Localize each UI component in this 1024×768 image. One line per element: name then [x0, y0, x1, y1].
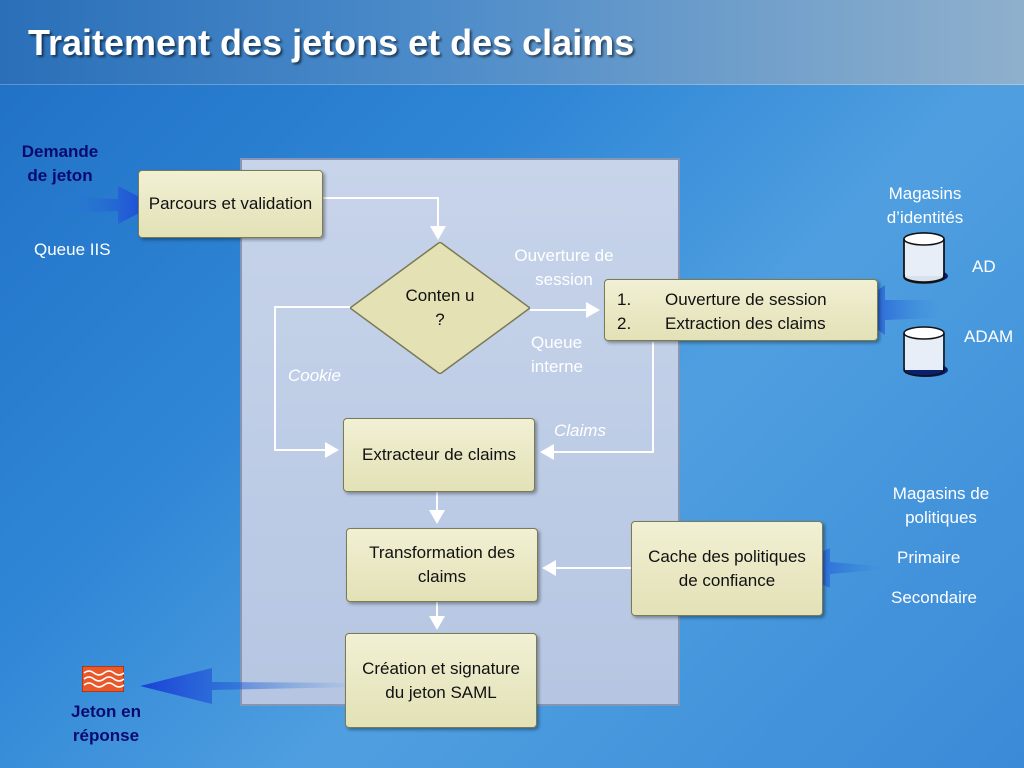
policy-cache-box: Cache des politiques de confiance — [631, 521, 823, 616]
session-item-2: 2. Extraction des claims — [617, 314, 826, 333]
adam-label: ADAM — [964, 327, 1014, 346]
slide-title: Traitement des jetons et des claims — [28, 22, 635, 63]
claims-flow-label: Claims — [554, 421, 606, 440]
policy-stores-label: Magasins de politiques — [892, 484, 990, 527]
saml-token-icon — [82, 666, 124, 692]
database-icon — [903, 326, 948, 377]
response-token-label: Jeton en réponse — [71, 702, 141, 745]
identity-stores-label: Magasins d’identités — [886, 184, 964, 227]
title-bar: Traitement des jetons et des claims — [0, 0, 1024, 85]
database-icon — [903, 232, 948, 284]
primary-label: Primaire — [897, 548, 961, 567]
response-arrow — [140, 668, 360, 704]
parcours-validation-box: Parcours et validation — [138, 170, 323, 238]
saml-token-creation-label: Création et signature du jeton SAML — [362, 658, 520, 702]
ad-label: AD — [972, 257, 996, 276]
queue-iis-label: Queue IIS — [34, 240, 111, 259]
content-decision-label: Conten u ? — [405, 286, 475, 329]
claims-transformation-box: Transformation des claims — [346, 528, 538, 602]
session-open-label: Ouverture de session — [514, 246, 614, 289]
claims-extractor-box: Extracteur de claims — [343, 418, 535, 492]
cookie-label: Cookie — [288, 366, 341, 385]
parcours-validation-label: Parcours et validation — [148, 194, 313, 213]
connector-cookie-path — [274, 306, 350, 458]
session-box: 1. Ouverture de session 2. Extraction de… — [604, 279, 878, 341]
internal-queue-label: Queue interne — [531, 333, 583, 376]
secondary-label: Secondaire — [891, 588, 978, 607]
connector-parcours-to-diamond — [323, 197, 446, 240]
policy-cache-label: Cache des politiques de confiance — [648, 546, 806, 590]
connector-claims-path — [540, 342, 654, 460]
saml-token-creation-box: Création et signature du jeton SAML — [345, 633, 537, 728]
claims-transformation-label: Transformation des claims — [369, 543, 515, 586]
token-request-label: Demande de jeton — [21, 142, 99, 185]
request-arrow — [50, 186, 155, 224]
session-item-1: 1. Ouverture de session — [617, 290, 827, 309]
content-decision-diamond: Conten u ? — [350, 242, 530, 374]
claims-extractor-label: Extracteur de claims — [362, 445, 516, 464]
